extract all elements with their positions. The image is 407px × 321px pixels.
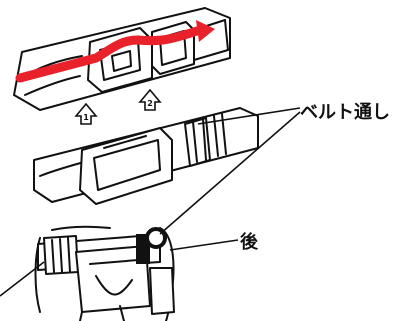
leader-lines xyxy=(0,107,301,297)
label-belt-loop: ベルト通し xyxy=(300,102,390,123)
leader-belt-loop-bottom xyxy=(159,111,301,235)
buckle-body-2 xyxy=(79,127,173,205)
leader-back xyxy=(169,239,239,251)
step-number-2: 2 xyxy=(147,99,153,108)
step-number-1: 1 xyxy=(83,113,89,122)
step-arrow-2-icon: 2 xyxy=(138,88,162,111)
panel-worn-on-waist xyxy=(34,225,175,321)
leader-belt-loop-top xyxy=(197,107,301,125)
worn-pouch xyxy=(75,245,151,313)
red-belt-path xyxy=(15,25,205,83)
leader-left-edge xyxy=(0,261,45,297)
label-back: 後 xyxy=(240,231,259,253)
panel-closed-buckle xyxy=(33,107,259,205)
red-belt-arrowhead xyxy=(196,20,215,42)
back-panel xyxy=(149,267,175,315)
step-arrow-1-icon: 1 xyxy=(74,102,98,125)
